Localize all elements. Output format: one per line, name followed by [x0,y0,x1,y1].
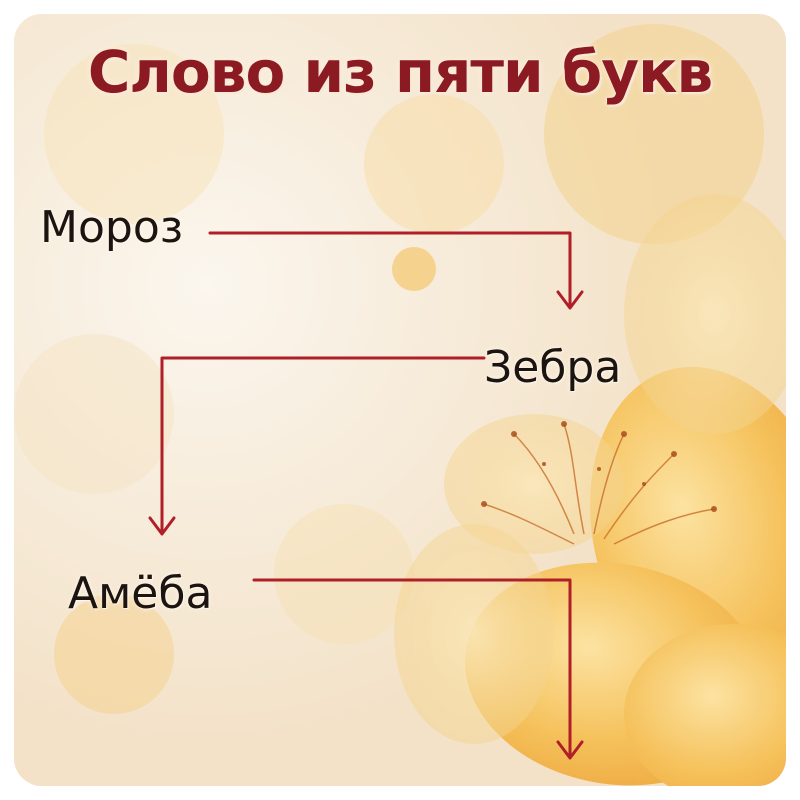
word-chain-arrows [148,231,584,760]
word-moroz: Мороз [40,202,184,253]
puzzle-title: Слово из пяти букв [87,38,713,106]
floral-background [14,14,786,786]
arrow-zebra-to-ameba [160,356,486,534]
arrow-ameba-down [252,578,572,758]
puzzle-card: Слово из пяти букв Мороз Зебра Амёба [14,14,786,786]
arrow-moroz-to-zebra [208,231,572,308]
word-ameba: Амёба [68,568,213,619]
word-zebra: Зебра [484,342,622,393]
